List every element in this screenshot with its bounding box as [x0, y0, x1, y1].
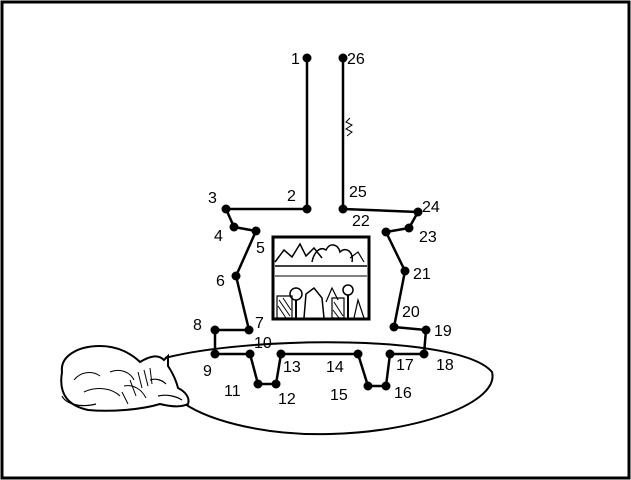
- cat-tail: [61, 395, 97, 407]
- log-left: [276, 295, 293, 319]
- dot-number-15: 15: [330, 387, 348, 404]
- dot-number-11: 11: [224, 383, 241, 400]
- dot-number-1: 1: [291, 51, 300, 68]
- mountain-line: [274, 242, 323, 263]
- dot-2: [302, 204, 312, 214]
- cat-fur-lines: [73, 369, 147, 399]
- stove-window-picture: [271, 235, 371, 321]
- dot-19: [421, 325, 431, 335]
- dot-number-26: 26: [347, 51, 365, 68]
- flame-tip: [325, 286, 339, 303]
- dot-13: [276, 349, 286, 359]
- dot-number-12: 12: [278, 391, 296, 408]
- line-segment: [234, 230, 258, 277]
- rug-outline: [164, 341, 494, 436]
- dot-18: [419, 349, 429, 359]
- dot-14: [353, 349, 363, 359]
- line-segment: [342, 207, 419, 214]
- line-segment: [248, 353, 260, 385]
- dot-number-25: 25: [349, 184, 367, 201]
- dot-22: [381, 227, 391, 237]
- dot-number-24: 24: [422, 199, 440, 216]
- dot-number-21: 21: [413, 266, 431, 283]
- dot-12: [271, 379, 281, 389]
- flame-right: [353, 297, 365, 319]
- line-segment: [392, 270, 407, 328]
- dot-number-14: 14: [326, 359, 344, 376]
- pipe-mark: [345, 117, 353, 137]
- dot-20: [389, 322, 399, 332]
- log-right: [331, 297, 345, 319]
- cat-body: [60, 344, 190, 412]
- dot-number-2: 2: [287, 188, 296, 205]
- dot-number-5: 5: [256, 240, 265, 257]
- dot-24: [413, 207, 423, 217]
- log-right-hatch: [332, 301, 344, 319]
- dot-number-22: 22: [352, 213, 370, 230]
- dot-11: [253, 379, 263, 389]
- line-segment: [234, 275, 251, 331]
- cat-eye: [149, 378, 167, 385]
- ridge-line: [349, 251, 365, 263]
- dot-number-4: 4: [214, 228, 223, 245]
- dot-1: [302, 53, 312, 63]
- log-left-hatch: [277, 297, 292, 319]
- flame-line: [311, 244, 354, 263]
- dot-number-7: 7: [255, 315, 264, 332]
- dot-5: [251, 226, 261, 236]
- line-segment: [393, 325, 427, 332]
- dot-number-18: 18: [436, 357, 454, 374]
- dot-26: [338, 53, 348, 63]
- dot-number-3: 3: [208, 190, 217, 207]
- line-segment: [274, 353, 283, 385]
- dot-number-19: 19: [434, 323, 452, 340]
- dot-number-23: 23: [419, 229, 437, 246]
- dot-number-9: 9: [203, 363, 212, 380]
- line-segment: [384, 353, 392, 387]
- dot-9: [210, 349, 220, 359]
- dot-number-8: 8: [193, 317, 202, 334]
- dot-25: [338, 204, 348, 214]
- dot-17: [385, 349, 395, 359]
- dot-number-10: 10: [254, 335, 272, 352]
- dot-4: [229, 222, 239, 232]
- line-segment: [356, 353, 370, 387]
- window-frame: [271, 235, 371, 321]
- cat-paw: [157, 394, 183, 401]
- dot-10: [245, 349, 255, 359]
- dot-16: [381, 381, 391, 391]
- dot-number-13: 13: [283, 359, 301, 376]
- dot-23: [404, 223, 414, 233]
- flame-shape: [303, 286, 325, 319]
- dot-21: [400, 266, 410, 276]
- dot-number-20: 20: [402, 304, 420, 321]
- dot-7: [244, 325, 254, 335]
- dot-15: [363, 381, 373, 391]
- dot-6: [231, 271, 241, 281]
- dot-8: [210, 325, 220, 335]
- dot-number-6: 6: [216, 273, 225, 290]
- sleeping-cat-illustration: [60, 344, 190, 412]
- dot-number-17: 17: [396, 357, 414, 374]
- cat-stripes: [121, 367, 153, 405]
- line-segment: [384, 231, 407, 272]
- dot-3: [221, 204, 231, 214]
- dot-number-16: 16: [394, 385, 412, 402]
